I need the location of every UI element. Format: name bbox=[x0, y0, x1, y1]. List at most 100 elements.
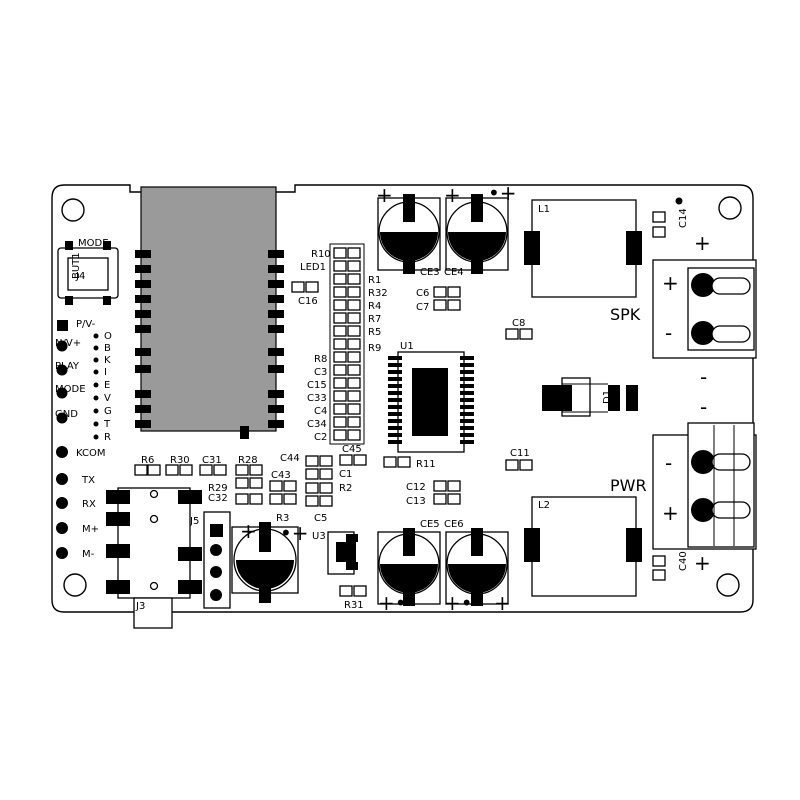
mounting-hole-top-right bbox=[718, 196, 742, 220]
pin-label-m-plus: M+ bbox=[82, 524, 99, 535]
label-c40: C40 bbox=[678, 551, 689, 571]
label-r8: R8 bbox=[314, 354, 327, 365]
letter-e: E bbox=[104, 380, 110, 391]
label-c1: C1 bbox=[339, 469, 352, 480]
spk-minus-below: - bbox=[700, 365, 707, 389]
label-c12: C12 bbox=[406, 482, 426, 493]
spk-minus: - bbox=[665, 321, 672, 345]
resistor-columns: R10 LED1 R8 C3 C15 C33 C4 C34 C2 R1 R32 … bbox=[300, 243, 388, 445]
polarity-plus: + bbox=[240, 519, 257, 543]
label-r3: R3 bbox=[276, 513, 289, 524]
label-r5: R5 bbox=[368, 327, 381, 338]
label-r29: R29 bbox=[208, 483, 228, 494]
label-c8: C8 bbox=[512, 318, 525, 329]
label-c7: C7 bbox=[416, 302, 429, 313]
r31-resistor: R31 bbox=[339, 585, 367, 611]
label-pwr: PWR bbox=[610, 476, 647, 495]
label-u1: U1 bbox=[400, 341, 414, 352]
polarity-dot-plus: •+ bbox=[280, 521, 309, 545]
c16-capacitor: C16 bbox=[291, 281, 319, 307]
label-c34: C34 bbox=[307, 419, 327, 430]
label-r10: R10 bbox=[311, 249, 331, 260]
ic-u1: U1 bbox=[388, 341, 474, 453]
label-r7: R7 bbox=[368, 314, 381, 325]
mounting-hole-bottom-left bbox=[63, 573, 87, 597]
pin-label-m-minus: M- bbox=[82, 549, 95, 560]
label-r6: R6 bbox=[141, 455, 154, 466]
spk-plus-top: + bbox=[694, 231, 711, 255]
module-pads-left bbox=[135, 250, 151, 428]
pin-label-nv-plus: N/V+ bbox=[55, 338, 81, 349]
ce4-dot-plus: •+ bbox=[488, 181, 517, 205]
letter-g: G bbox=[104, 406, 112, 417]
pin-label-play: PLAY bbox=[55, 361, 80, 372]
letter-r: R bbox=[104, 432, 111, 443]
label-c15: C15 bbox=[307, 380, 327, 391]
label-r11: R11 bbox=[416, 459, 436, 470]
label-c3: C3 bbox=[314, 367, 327, 378]
label-u3: U3 bbox=[312, 531, 326, 542]
header-j5: J5 bbox=[189, 511, 231, 609]
inductor-l1: L1 bbox=[524, 199, 642, 298]
pin-label-gnd: GND bbox=[55, 409, 78, 420]
wireless-module bbox=[135, 186, 284, 439]
label-c4: C4 bbox=[314, 406, 327, 417]
small-capacitors-center: C6 C7 C8 C11 C12 C13 bbox=[406, 286, 533, 507]
label-c6: C6 bbox=[416, 288, 429, 299]
diode-d1: D1 bbox=[542, 377, 638, 417]
label-ce6: CE6 bbox=[444, 519, 464, 530]
letter-t: T bbox=[103, 419, 111, 430]
switch-label: J4 bbox=[75, 271, 85, 282]
letter-o: O bbox=[104, 331, 112, 342]
pin-label-mode: MODE bbox=[55, 384, 86, 395]
label-r4: R4 bbox=[368, 301, 381, 312]
switch-j4: MODE J4 BUT1 bbox=[57, 238, 119, 305]
label-j3: J3 bbox=[135, 601, 145, 612]
electrolytic-capacitor-ce4: + •+ CE4 bbox=[444, 181, 517, 278]
label-c11: C11 bbox=[510, 448, 530, 459]
speaker-connector: SPK + + - - bbox=[610, 231, 757, 389]
ce6-plus-dot: +• bbox=[444, 591, 473, 615]
c14-capacitor: C14 bbox=[652, 197, 689, 238]
inductor-l2: L2 bbox=[524, 496, 642, 597]
ce6-plus: + bbox=[494, 591, 511, 615]
label-r2: R2 bbox=[339, 483, 352, 494]
ce5-plus-dot: +• bbox=[378, 591, 407, 615]
audio-jack-j3: J3 bbox=[106, 487, 202, 629]
label-r30: R30 bbox=[170, 455, 190, 466]
mounting-hole-top-left bbox=[61, 198, 85, 222]
small-smd-row: R6 R30 C31 R28 C44 C43 R29 C32 R3 C1 R2 … bbox=[134, 453, 352, 524]
pwr-plus: + bbox=[662, 501, 679, 525]
letter-i: I bbox=[104, 367, 107, 378]
switch-mode-label: MODE bbox=[78, 238, 109, 249]
label-spk: SPK bbox=[610, 305, 641, 324]
label-c44: C44 bbox=[280, 453, 300, 464]
label-r28: R28 bbox=[238, 455, 258, 466]
electrolytic-capacitor-left: + •+ bbox=[231, 519, 309, 603]
left-header-pins: P/V- N/V+ PLAY MODE GND KCOM TX RX M+ M- bbox=[55, 319, 106, 560]
label-c13: C13 bbox=[406, 496, 426, 507]
label-c14: C14 bbox=[678, 208, 689, 228]
c45-capacitor: C45 bbox=[339, 444, 367, 466]
led-indicator-column: O B K I E V G T R bbox=[93, 331, 112, 443]
label-c45: C45 bbox=[342, 444, 362, 455]
pin-label-rx: RX bbox=[82, 499, 96, 510]
label-c43: C43 bbox=[271, 470, 291, 481]
label-c16: C16 bbox=[298, 296, 318, 307]
label-r32: R32 bbox=[368, 288, 388, 299]
mounting-holes bbox=[61, 196, 742, 597]
pin-label-tx: TX bbox=[81, 475, 95, 486]
electrolytic-capacitor-ce3: + CE3 bbox=[376, 183, 441, 278]
label-d1: D1 bbox=[602, 390, 613, 404]
power-connector: PWR - - + + bbox=[610, 395, 757, 575]
label-j5: J5 bbox=[189, 516, 199, 527]
c40-capacitor: C40 bbox=[652, 551, 689, 581]
label-r31: R31 bbox=[344, 600, 364, 611]
regulator-u3: U3 bbox=[312, 531, 358, 575]
ce3-plus: + bbox=[376, 183, 393, 207]
label-r1: R1 bbox=[368, 275, 381, 286]
pwr-minus: - bbox=[665, 451, 672, 475]
pin-label-kcom: KCOM bbox=[76, 448, 106, 459]
label-ce5: CE5 bbox=[420, 519, 440, 530]
